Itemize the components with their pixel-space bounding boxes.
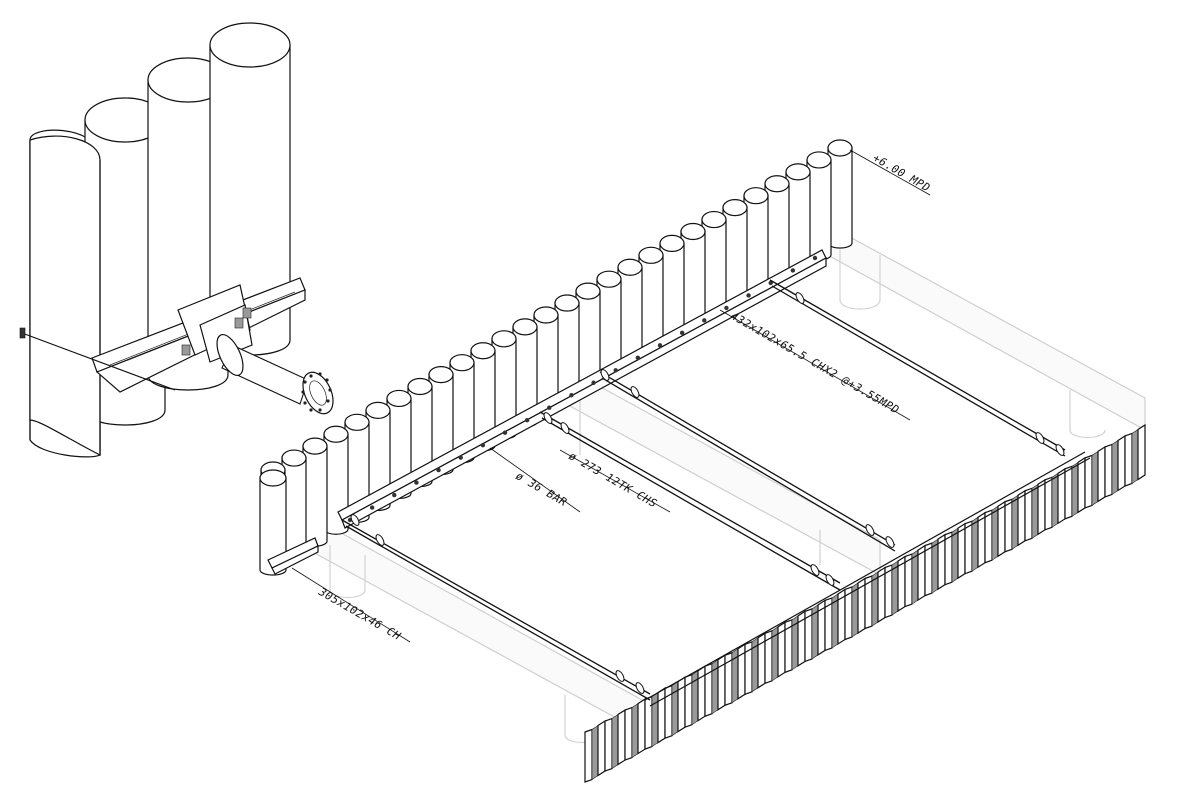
sheet-pile [644,687,666,750]
sheet-pile-wall [584,423,1146,783]
sheet-pile [724,643,746,707]
ghost-walers [299,216,1146,744]
strut-collar [825,574,835,586]
waler-bolt [458,455,463,460]
cofferdam-view [259,139,1146,783]
sheet-pile [884,555,906,619]
waler-bolt [436,467,441,473]
sheet-pile [804,599,826,663]
waler-bolt [790,268,796,273]
waler-bolt [591,380,596,385]
round-pile [596,270,622,380]
strut-collar [795,292,805,304]
strut-collar [635,682,645,694]
detail-view [19,22,334,458]
round-pile [827,139,853,249]
pile-row [259,139,853,576]
waler-bolt [702,318,707,323]
waler-bolt [724,305,729,311]
strut-collar [615,670,625,682]
back-waler [337,249,827,529]
annotation-bar: ø 36 BAR [489,447,581,513]
waler-bolt [414,480,419,485]
round-pile [638,246,664,356]
sheet-pile [904,544,926,608]
waler-bolt [569,393,574,398]
detail-pile [209,22,291,356]
waler-bolt [746,293,751,298]
sheet-pile [1104,434,1126,498]
waler-bolt [613,368,618,373]
sheet-pile [624,698,646,761]
sheet-pile [584,719,606,783]
strut-tube [539,411,841,591]
round-pile [491,330,517,440]
strut-collar [810,564,820,576]
sheet-pile [844,577,866,641]
waler-bolt [547,405,552,410]
strut-tube [341,519,651,701]
sheet-pile [1004,489,1026,553]
sheet-pile [944,522,966,586]
waler-bolt [679,330,685,336]
strut-collar [600,369,610,381]
round-pile [259,469,287,576]
sheet-pile [864,566,886,630]
sheet-pile [764,621,786,685]
strut-collar [1055,444,1065,456]
sheet-pile [1064,456,1086,520]
strut-collar [543,412,553,424]
strut-collar [1035,432,1045,444]
sheet-pile [924,533,946,597]
round-pile [722,199,748,309]
waler-bolt [657,343,663,348]
annotation-waler-upper: 432x102x65.5 CHX2 @+3.55MPD [719,309,911,421]
strut-collar [865,524,875,536]
waler-bolt [768,280,773,286]
sheet-pile [704,654,726,718]
sheet-pile [824,588,846,652]
waler-bolt [369,505,375,510]
sheet-pile [664,676,686,739]
detail-strut [216,334,334,415]
svg-text:+6.00 MPD: +6.00 MPD [871,151,933,194]
strut-tube [599,371,896,552]
strut-collar [375,534,385,546]
strut-collar [350,514,360,526]
side-waler [267,537,319,575]
strut-collar [630,386,640,398]
svg-text:ø 36 BAR: ø 36 BAR [514,469,570,509]
waler-bolt [812,255,818,261]
struts [341,279,1066,701]
waler-bolt [480,442,486,448]
sheet-pile [984,500,1006,564]
sheet-pile [1084,445,1106,509]
strut-tube [769,279,1066,457]
round-pile [701,210,727,321]
annotation-level-top: +6.00 MPD [849,149,933,196]
waler-bolt [502,430,508,435]
sheet-pile [964,511,986,575]
waler-bolt [635,355,641,361]
annotation-strut: ø 273 12TK CHS [559,449,671,513]
front-waler [644,451,1091,707]
strut-collar [560,422,570,434]
sheet-pile [784,610,806,674]
waler-bolt [392,492,397,498]
sheet-pile [1024,478,1046,542]
sheet-pile [1124,423,1146,487]
strut-collar [885,536,895,548]
sheet-pile [604,708,626,772]
svg-text:432x102x65.5 CHX2 @+3.55MPD: 432x102x65.5 CHX2 @+3.55MPD [729,309,902,416]
waler-bolt [524,417,530,423]
